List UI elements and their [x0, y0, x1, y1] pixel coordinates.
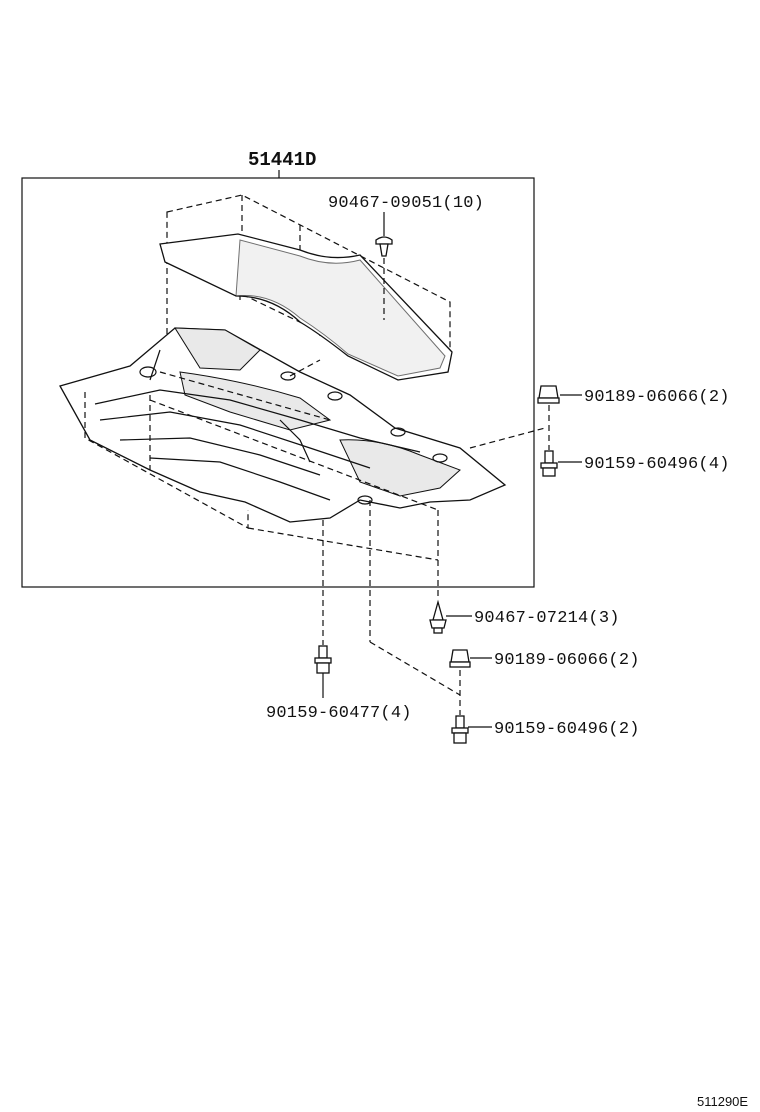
clip-icon-top [375, 236, 393, 320]
bolt-icon-bottom-right [451, 715, 469, 744]
callout-bolt-bottom-right: 90159-60496(2) [494, 720, 640, 739]
callout-nut-bottom: 90189-06066(2) [494, 651, 640, 670]
callout-clip-bottom: 90467-07214(3) [474, 609, 620, 628]
callout-clip-top: 90467-09051(10) [328, 194, 484, 213]
assembly-frame [21, 177, 535, 588]
assembly-part-number: 51441D [248, 149, 316, 171]
illustration-code: 511290E [697, 1094, 748, 1109]
callout-nut-right: 90189-06066(2) [584, 388, 730, 407]
clip-icon-bottom [429, 599, 447, 634]
nut-icon-bottom [449, 649, 471, 668]
callout-bolt-right: 90159-60496(4) [584, 455, 730, 474]
under-cover-projection [84, 359, 550, 715]
under-cover [59, 327, 507, 523]
bolt-icon-bottom-left [314, 645, 332, 674]
nut-icon-right [537, 385, 560, 404]
upper-cover-panel [159, 194, 453, 381]
callout-bolt-bottom-left: 90159-60477(4) [266, 704, 412, 723]
bolt-icon-right [540, 450, 558, 477]
